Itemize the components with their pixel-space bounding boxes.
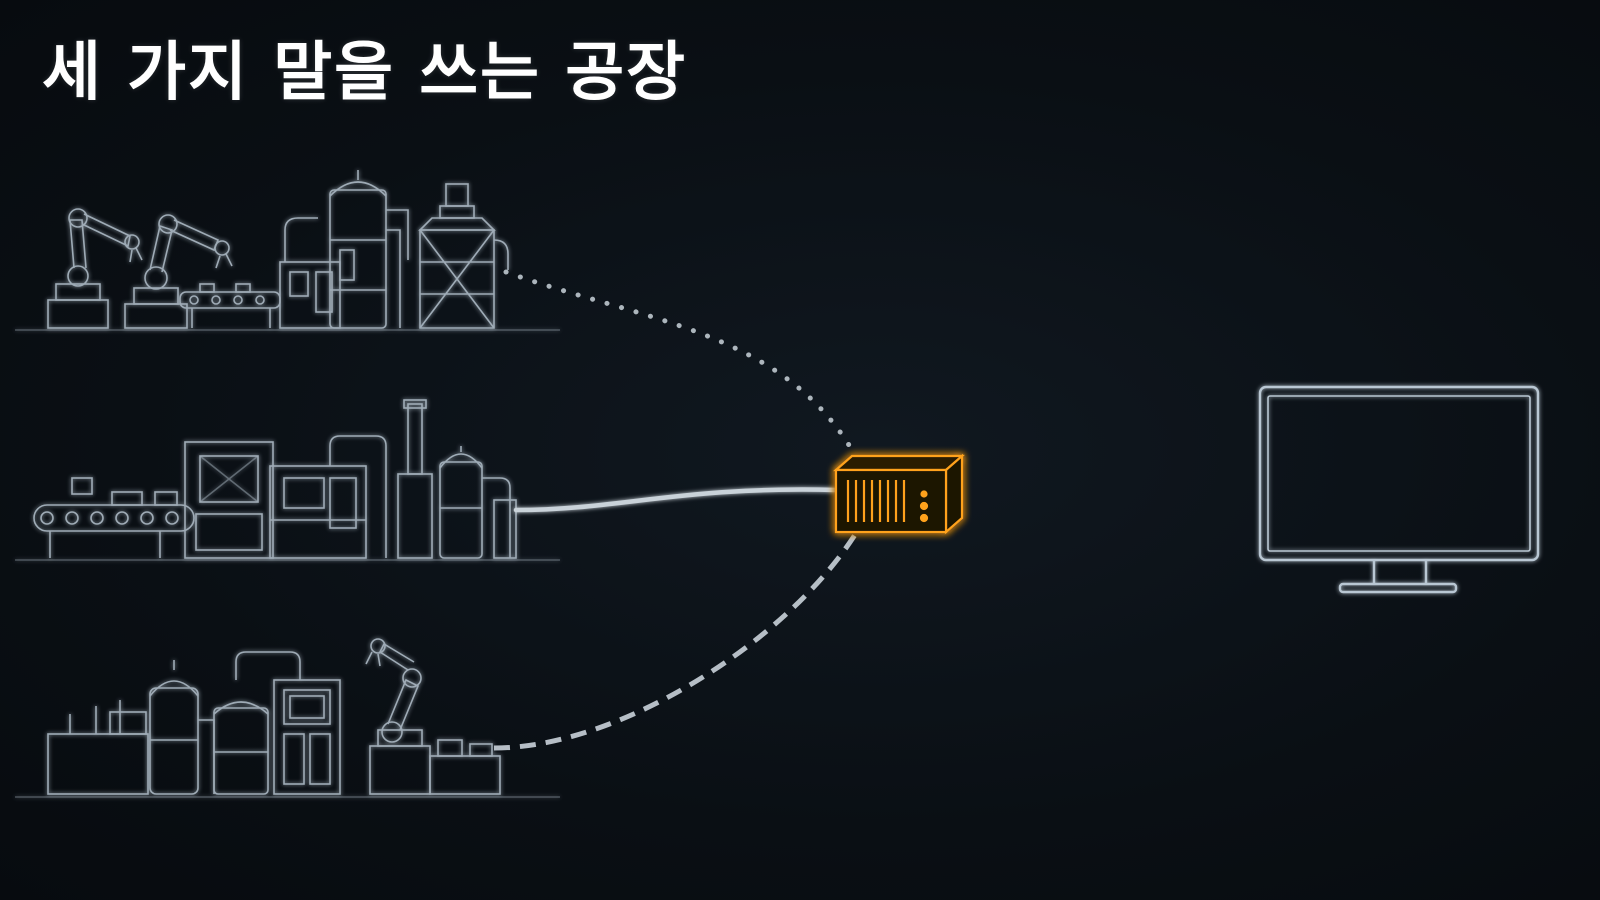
connector-dotted xyxy=(503,269,855,453)
factory-tanks-icon xyxy=(15,638,560,798)
factory-conveyor-icon xyxy=(15,399,560,561)
gateway-box-icon xyxy=(833,453,965,535)
monitor-icon xyxy=(1258,385,1540,594)
connector-dashed xyxy=(493,528,861,751)
connector-solid xyxy=(513,487,839,513)
factory-robot-arms-icon xyxy=(15,170,560,331)
page-title: 세 가지 말을 쓰는 공장 xyxy=(42,36,688,110)
